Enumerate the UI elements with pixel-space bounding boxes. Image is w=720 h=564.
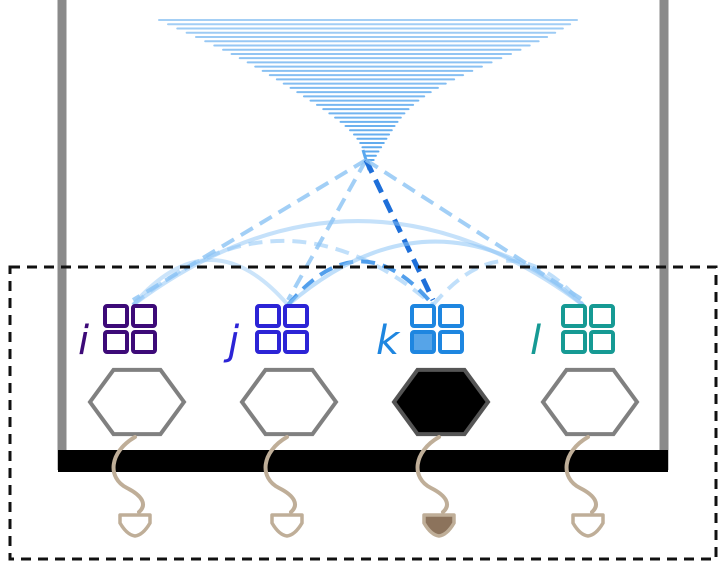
coupling-arc bbox=[286, 239, 585, 307]
grid-cell bbox=[438, 304, 464, 328]
wave-packet-icon bbox=[158, 19, 578, 171]
container bbox=[57, 0, 669, 472]
site-k: k bbox=[376, 304, 491, 538]
anchor-cup-icon bbox=[422, 513, 456, 538]
anchor-cup-icon bbox=[118, 513, 152, 538]
hexagon-icon bbox=[540, 367, 640, 437]
grid-icon bbox=[255, 304, 309, 354]
grid-cell bbox=[255, 330, 281, 354]
tether-icon bbox=[415, 435, 449, 514]
grid-cell bbox=[410, 330, 436, 354]
grid-icon bbox=[103, 304, 157, 354]
grid-icon bbox=[561, 304, 615, 354]
beam-to-site-k bbox=[363, 158, 436, 302]
grid-cell bbox=[438, 330, 464, 354]
grid-cell bbox=[283, 330, 309, 354]
grid-cell bbox=[103, 304, 129, 328]
interaction-beams bbox=[131, 158, 585, 307]
hexagon-icon bbox=[391, 367, 491, 437]
site-i: i bbox=[78, 304, 187, 538]
anchor-cup-icon bbox=[270, 513, 304, 538]
site-label: j bbox=[223, 318, 240, 364]
lattice-sites: i j k l bbox=[78, 304, 640, 538]
site-j: j bbox=[223, 304, 339, 538]
beam-to-site-j bbox=[286, 159, 368, 301]
hexagon-icon bbox=[239, 367, 339, 437]
site-l: l bbox=[530, 304, 640, 538]
tether-icon bbox=[564, 435, 598, 514]
grid-cell bbox=[589, 330, 615, 354]
site-label: k bbox=[376, 318, 401, 364]
grid-cell bbox=[410, 304, 436, 328]
coupling-arc bbox=[131, 219, 585, 307]
site-label: l bbox=[530, 318, 541, 364]
coupling-arc bbox=[131, 258, 290, 307]
container-floor bbox=[58, 450, 668, 472]
grid-cell bbox=[561, 330, 587, 354]
tether-icon bbox=[263, 435, 297, 514]
grid-cell bbox=[103, 330, 129, 354]
anchor-cup-icon bbox=[571, 513, 605, 538]
tether-icon bbox=[111, 435, 145, 514]
site-label: i bbox=[78, 318, 89, 364]
grid-cell bbox=[561, 304, 587, 328]
coupling-arc bbox=[431, 258, 585, 307]
grid-cell bbox=[255, 304, 281, 328]
coupling-arc bbox=[286, 259, 435, 307]
grid-cell bbox=[131, 330, 157, 354]
grid-icon bbox=[410, 304, 464, 354]
lattice-region-box bbox=[8, 265, 718, 561]
grid-cell bbox=[589, 304, 615, 328]
hexagon-icon bbox=[87, 367, 187, 437]
grid-cell bbox=[283, 304, 309, 328]
grid-cell bbox=[131, 304, 157, 328]
